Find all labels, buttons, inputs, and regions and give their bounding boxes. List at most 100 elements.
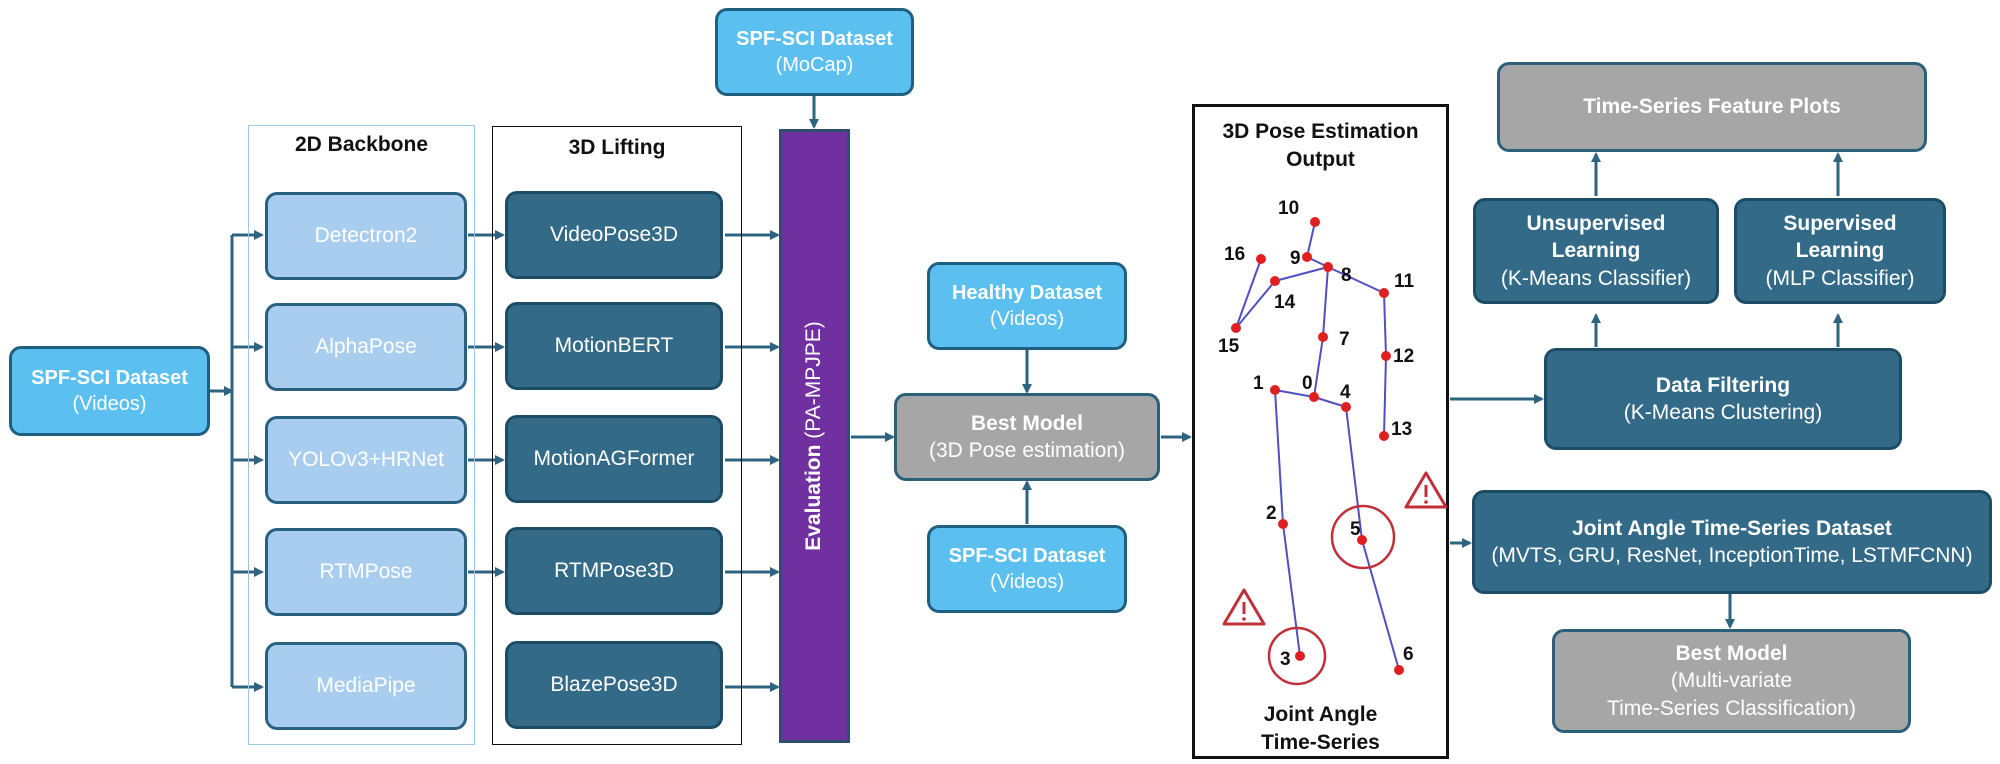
spf-sci-mocap-title: SPF-SCI Dataset	[736, 28, 893, 50]
joint-label-13: 13	[1391, 419, 1412, 440]
joint-label-14: 14	[1274, 292, 1296, 313]
lifting-item-motionagformer: MotionAGFormer	[505, 415, 723, 503]
unsupervised-line2: Learning	[1551, 239, 1641, 263]
joint-1	[1270, 385, 1280, 395]
supervised-line1: Supervised	[1783, 212, 1897, 236]
joint-angle-dataset-sub: (MVTS, GRU, ResNet, InceptionTime, LSTMF…	[1491, 544, 1973, 567]
joint-0	[1309, 392, 1319, 402]
lifting-item-blazepose3d: BlazePose3D	[505, 641, 723, 729]
joint-2	[1278, 519, 1288, 529]
pose-output-footer-line1: Joint Angle	[1263, 703, 1378, 726]
lifting-frame	[492, 126, 742, 745]
joint-label-0: 0	[1302, 373, 1313, 394]
lifting-item-videopose3d: VideoPose3D	[505, 191, 723, 279]
warning-icon-right	[1404, 471, 1448, 509]
joint-16	[1256, 254, 1266, 264]
spf-sci-videos-2-sub: (Videos)	[989, 571, 1065, 593]
best-model-pose-sub: (3D Pose estimation)	[928, 439, 1126, 462]
joint-label-6: 6	[1403, 644, 1414, 665]
unsupervised-line1: Unsupervised	[1526, 212, 1666, 236]
joint-9	[1302, 252, 1312, 262]
healthy-dataset-sub: (Videos)	[989, 308, 1065, 330]
backbone-item-yolov3-hrnet: YOLOv3+HRNet	[265, 416, 467, 504]
data-filtering: Data Filtering (K-Means Clustering)	[1544, 348, 1902, 450]
joint-label-16: 16	[1224, 244, 1245, 265]
joint-label-12: 12	[1393, 346, 1414, 367]
best-model-pose: Best Model (3D Pose estimation)	[894, 393, 1160, 481]
joint-5	[1357, 535, 1367, 545]
spf-sci-videos-title: SPF-SCI Dataset	[31, 367, 188, 389]
joint-3	[1295, 651, 1305, 661]
best-model-ts-sub2: Time-Series Classification)	[1607, 696, 1856, 720]
joint-label-4: 4	[1340, 382, 1351, 403]
data-filtering-sub: (K-Means Clustering)	[1623, 401, 1823, 424]
backbone-item-detectron2: Detectron2	[265, 192, 467, 280]
backbone-title: 2D Backbone	[294, 133, 429, 156]
joint-7	[1318, 332, 1328, 342]
lifting-item-rtmpose3d: RTMPose3D	[505, 527, 723, 615]
pose-output-title-line2: Output	[1286, 148, 1355, 172]
joint-8	[1323, 262, 1333, 272]
supervised-learning: Supervised Learning (MLP Classifier)	[1734, 198, 1946, 304]
healthy-dataset: Healthy Dataset (Videos)	[927, 262, 1127, 350]
joint-label-7: 7	[1339, 329, 1350, 350]
warning-icon-left	[1222, 588, 1266, 626]
joint-label-10: 10	[1278, 198, 1299, 219]
joint-label-15: 15	[1218, 336, 1240, 357]
supervised-sub: (MLP Classifier)	[1765, 266, 1915, 290]
spf-sci-videos-sub: (Videos)	[72, 393, 147, 415]
lifting-item-motionbert: MotionBERT	[505, 302, 723, 390]
joint-6	[1394, 665, 1404, 675]
highlight-circle-joint-3	[1267, 626, 1327, 686]
pose-output-footer-line2: Time-Series	[1261, 731, 1380, 755]
pose-output-panel	[1192, 104, 1449, 759]
best-model-ts-title: Best Model	[1675, 642, 1788, 666]
joint-label-5: 5	[1350, 519, 1361, 540]
pose-output-title-line1: 3D Pose Estimation	[1222, 120, 1419, 143]
spf-sci-videos-2: SPF-SCI Dataset (Videos)	[927, 525, 1127, 613]
unsupervised-sub: (K-Means Classifier)	[1500, 266, 1692, 290]
joint-4	[1341, 402, 1351, 412]
joint-label-3: 3	[1280, 649, 1291, 670]
best-model-pose-title: Best Model	[970, 411, 1083, 435]
joint-label-1: 1	[1253, 373, 1264, 394]
skeleton-bones	[1235, 221, 1400, 671]
spf-sci-mocap-input: SPF-SCI Dataset (MoCap)	[715, 8, 914, 96]
joint-label-9: 9	[1290, 248, 1301, 269]
evaluation-bar	[779, 129, 850, 743]
joint-labels: 0 1 2 3 4 5 6 7 8 9 10 11 12 13 14 15 16	[1218, 198, 1415, 670]
joint-angle-time-series-dataset: Joint Angle Time-Series Dataset (MVTS, G…	[1472, 490, 1992, 594]
unsupervised-learning: Unsupervised Learning (K-Means Classifie…	[1473, 198, 1719, 304]
lifting-title: 3D Lifting	[568, 136, 666, 159]
skeleton-joints	[1231, 217, 1404, 675]
time-series-feature-plots: Time-Series Feature Plots	[1497, 62, 1927, 152]
spf-sci-videos-input: SPF-SCI Dataset (Videos)	[9, 346, 210, 436]
joint-label-8: 8	[1341, 265, 1352, 286]
joint-14	[1270, 276, 1280, 286]
joint-10	[1310, 217, 1320, 227]
joint-13	[1379, 431, 1389, 441]
joint-11	[1379, 288, 1389, 298]
data-filtering-title: Data Filtering	[1655, 373, 1791, 397]
best-model-time-series: Best Model (Multi-variate Time-Series Cl…	[1552, 629, 1911, 733]
backbone-item-alphapose: AlphaPose	[265, 303, 467, 391]
highlight-circle-joint-5	[1330, 504, 1396, 570]
healthy-dataset-title: Healthy Dataset	[951, 282, 1103, 304]
spf-sci-mocap-sub: (MoCap)	[775, 54, 854, 76]
best-model-ts-sub1: (Multi-variate	[1670, 669, 1793, 693]
highlight-circles	[1267, 504, 1396, 686]
joint-label-11: 11	[1394, 271, 1415, 292]
pose-output-footer: Joint Angle Time-Series	[1192, 701, 1449, 758]
joint-15	[1231, 323, 1241, 333]
supervised-line2: Learning	[1795, 239, 1885, 263]
backbone-item-rtmpose: RTMPose	[265, 528, 467, 616]
joint-label-2: 2	[1266, 503, 1277, 524]
joint-angle-dataset-title: Joint Angle Time-Series Dataset	[1572, 516, 1892, 540]
pose-output-title: 3D Pose Estimation Output	[1192, 118, 1449, 175]
backbone-frame	[248, 125, 475, 745]
joint-12	[1381, 351, 1391, 361]
spf-sci-videos-2-title: SPF-SCI Dataset	[948, 545, 1106, 567]
backbone-item-mediapipe: MediaPipe	[265, 642, 467, 730]
